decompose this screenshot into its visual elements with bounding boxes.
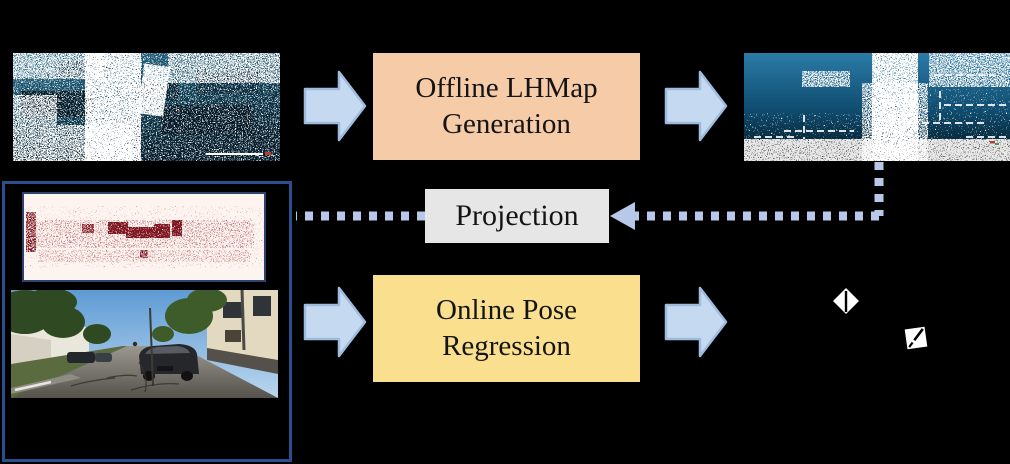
offline-lhmap-generation-label: Offline LHMap Generation <box>415 71 598 140</box>
arrow-right-online-to-pose <box>664 286 728 358</box>
generated-lhmap-image <box>744 53 1010 161</box>
parked-car <box>139 344 199 381</box>
arrow-right-offline-to-lhmap <box>664 70 728 142</box>
axis-marker <box>990 141 995 144</box>
arrow-right-inputs-to-online <box>303 286 367 358</box>
projection-box: Projection <box>425 189 609 243</box>
arrow-right-map-to-offline <box>303 70 367 142</box>
online-pose-regression-box: Online Pose Regression <box>373 275 640 382</box>
axis-marker <box>265 152 271 155</box>
projected-lhmap-image <box>22 192 266 282</box>
offline-lhmap-generation-box: Offline LHMap Generation <box>373 53 640 160</box>
projection-label: Projection <box>455 199 579 233</box>
pose-marker-quad <box>904 326 928 350</box>
dotted-arrow-lhmap-to-projection <box>610 162 884 230</box>
lidar-point-cloud-map-image <box>13 53 280 161</box>
pose-output-panel <box>833 288 928 350</box>
pose-marker-diamond <box>833 288 859 314</box>
camera-image <box>11 290 278 398</box>
online-pose-regression-label: Online Pose Regression <box>436 293 577 362</box>
